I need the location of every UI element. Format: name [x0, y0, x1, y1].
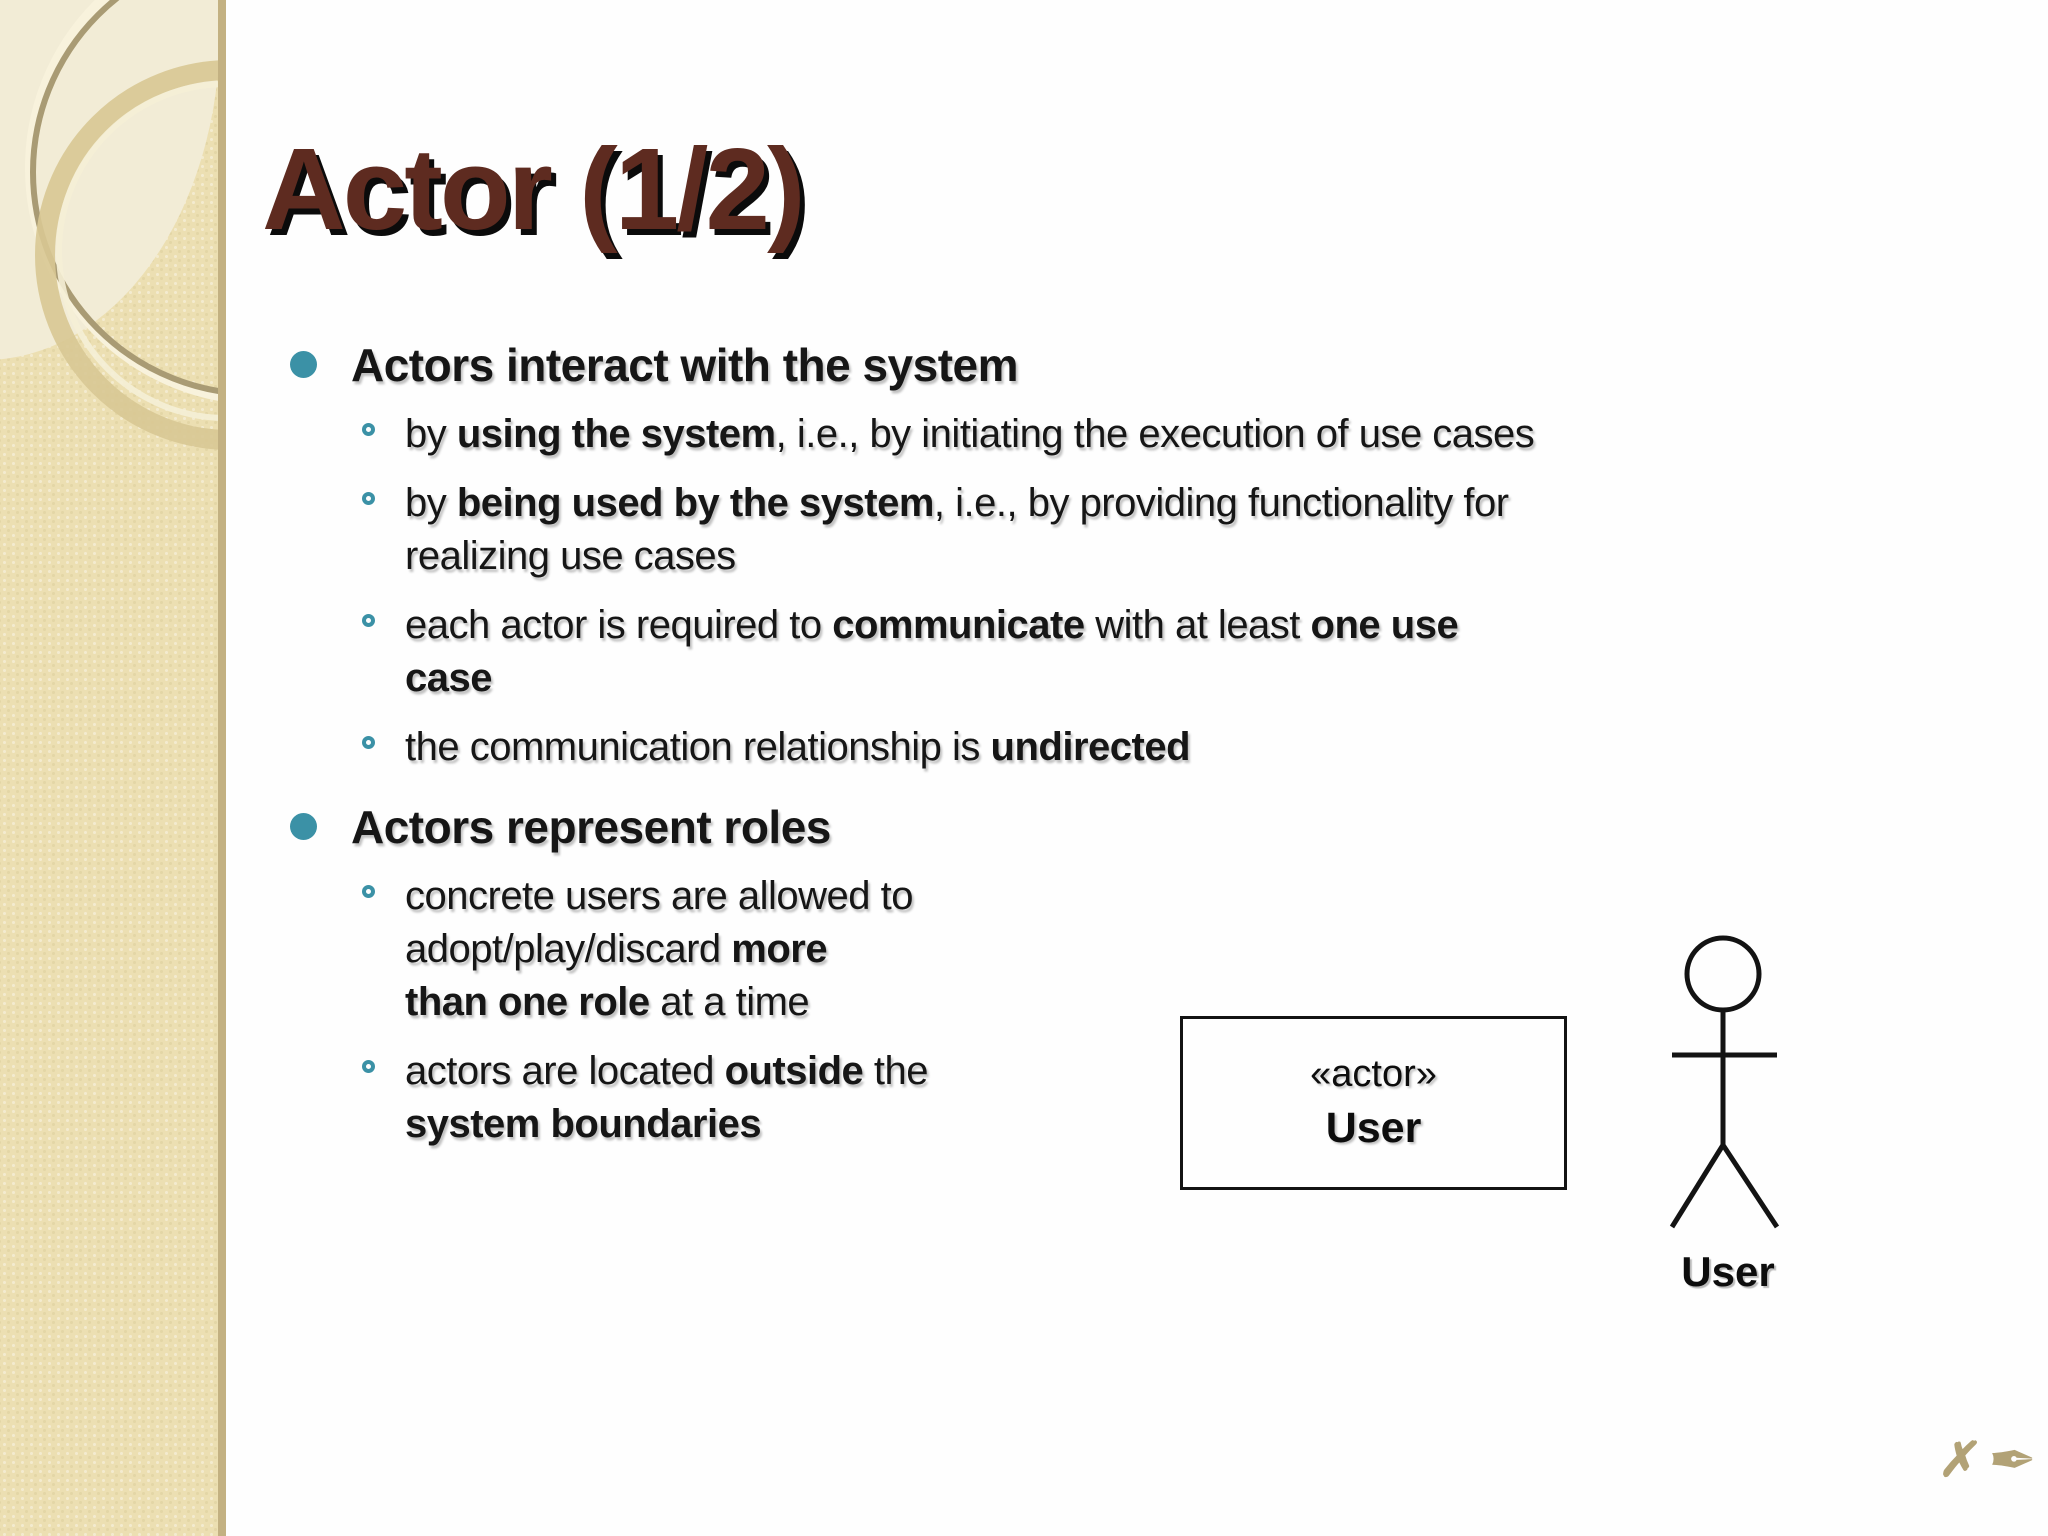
bullet-text: the communication relationship is undire… — [405, 725, 1191, 769]
bullet-text: by using the system, i.e., by initiating… — [405, 412, 1535, 456]
uml-actor-box: «actor» User — [1180, 1016, 1567, 1190]
sub-bullet-icon — [362, 885, 375, 898]
bullet-icon — [290, 813, 317, 840]
sub-bullet-item: each actor is required to communicate wi… — [290, 599, 1950, 705]
bullet-icon — [290, 351, 317, 378]
sub-bullet-icon — [362, 423, 375, 436]
actor-stereotype-label: «actor» — [1310, 1053, 1437, 1095]
bullet-text: by being used by the system, i.e., by pr… — [405, 481, 1509, 578]
sub-bullet-item: by using the system, i.e., by initiating… — [290, 408, 1950, 461]
page-title: Actor (1/2) — [262, 124, 806, 254]
sub-bullet-icon — [362, 492, 375, 505]
x-mark-icon: ✗ — [1936, 1434, 1985, 1487]
sidebar — [0, 0, 218, 1536]
corner-icons: ✗ ✒ — [1936, 1428, 2037, 1493]
decorative-circles — [0, 0, 218, 450]
stick-figure-icon — [1669, 935, 1780, 1229]
bullet-text: each actor is required to communicate wi… — [405, 603, 1459, 700]
bullet-text: Actors interact with the system — [351, 339, 1019, 391]
pen-nib-icon: ✒ — [1988, 1428, 2037, 1493]
sub-bullet-icon — [362, 614, 375, 627]
bullet-list: Actors interact with the system by using … — [290, 338, 1950, 1151]
actor-box-name: User — [1325, 1104, 1422, 1152]
bullet-text: Actors represent roles — [351, 801, 831, 853]
sub-bullet-item: by being used by the system, i.e., by pr… — [290, 477, 1950, 583]
sub-bullet-icon — [362, 736, 375, 749]
bullet-item: Actors represent roles — [290, 800, 1950, 854]
bullet-item: Actors interact with the system — [290, 338, 1950, 392]
sub-bullet-icon — [362, 1060, 375, 1073]
stick-figure-label: User — [1681, 1248, 1775, 1295]
sub-bullet-item: the communication relationship is undire… — [290, 721, 1950, 774]
sidebar-edge-line — [218, 0, 226, 1536]
